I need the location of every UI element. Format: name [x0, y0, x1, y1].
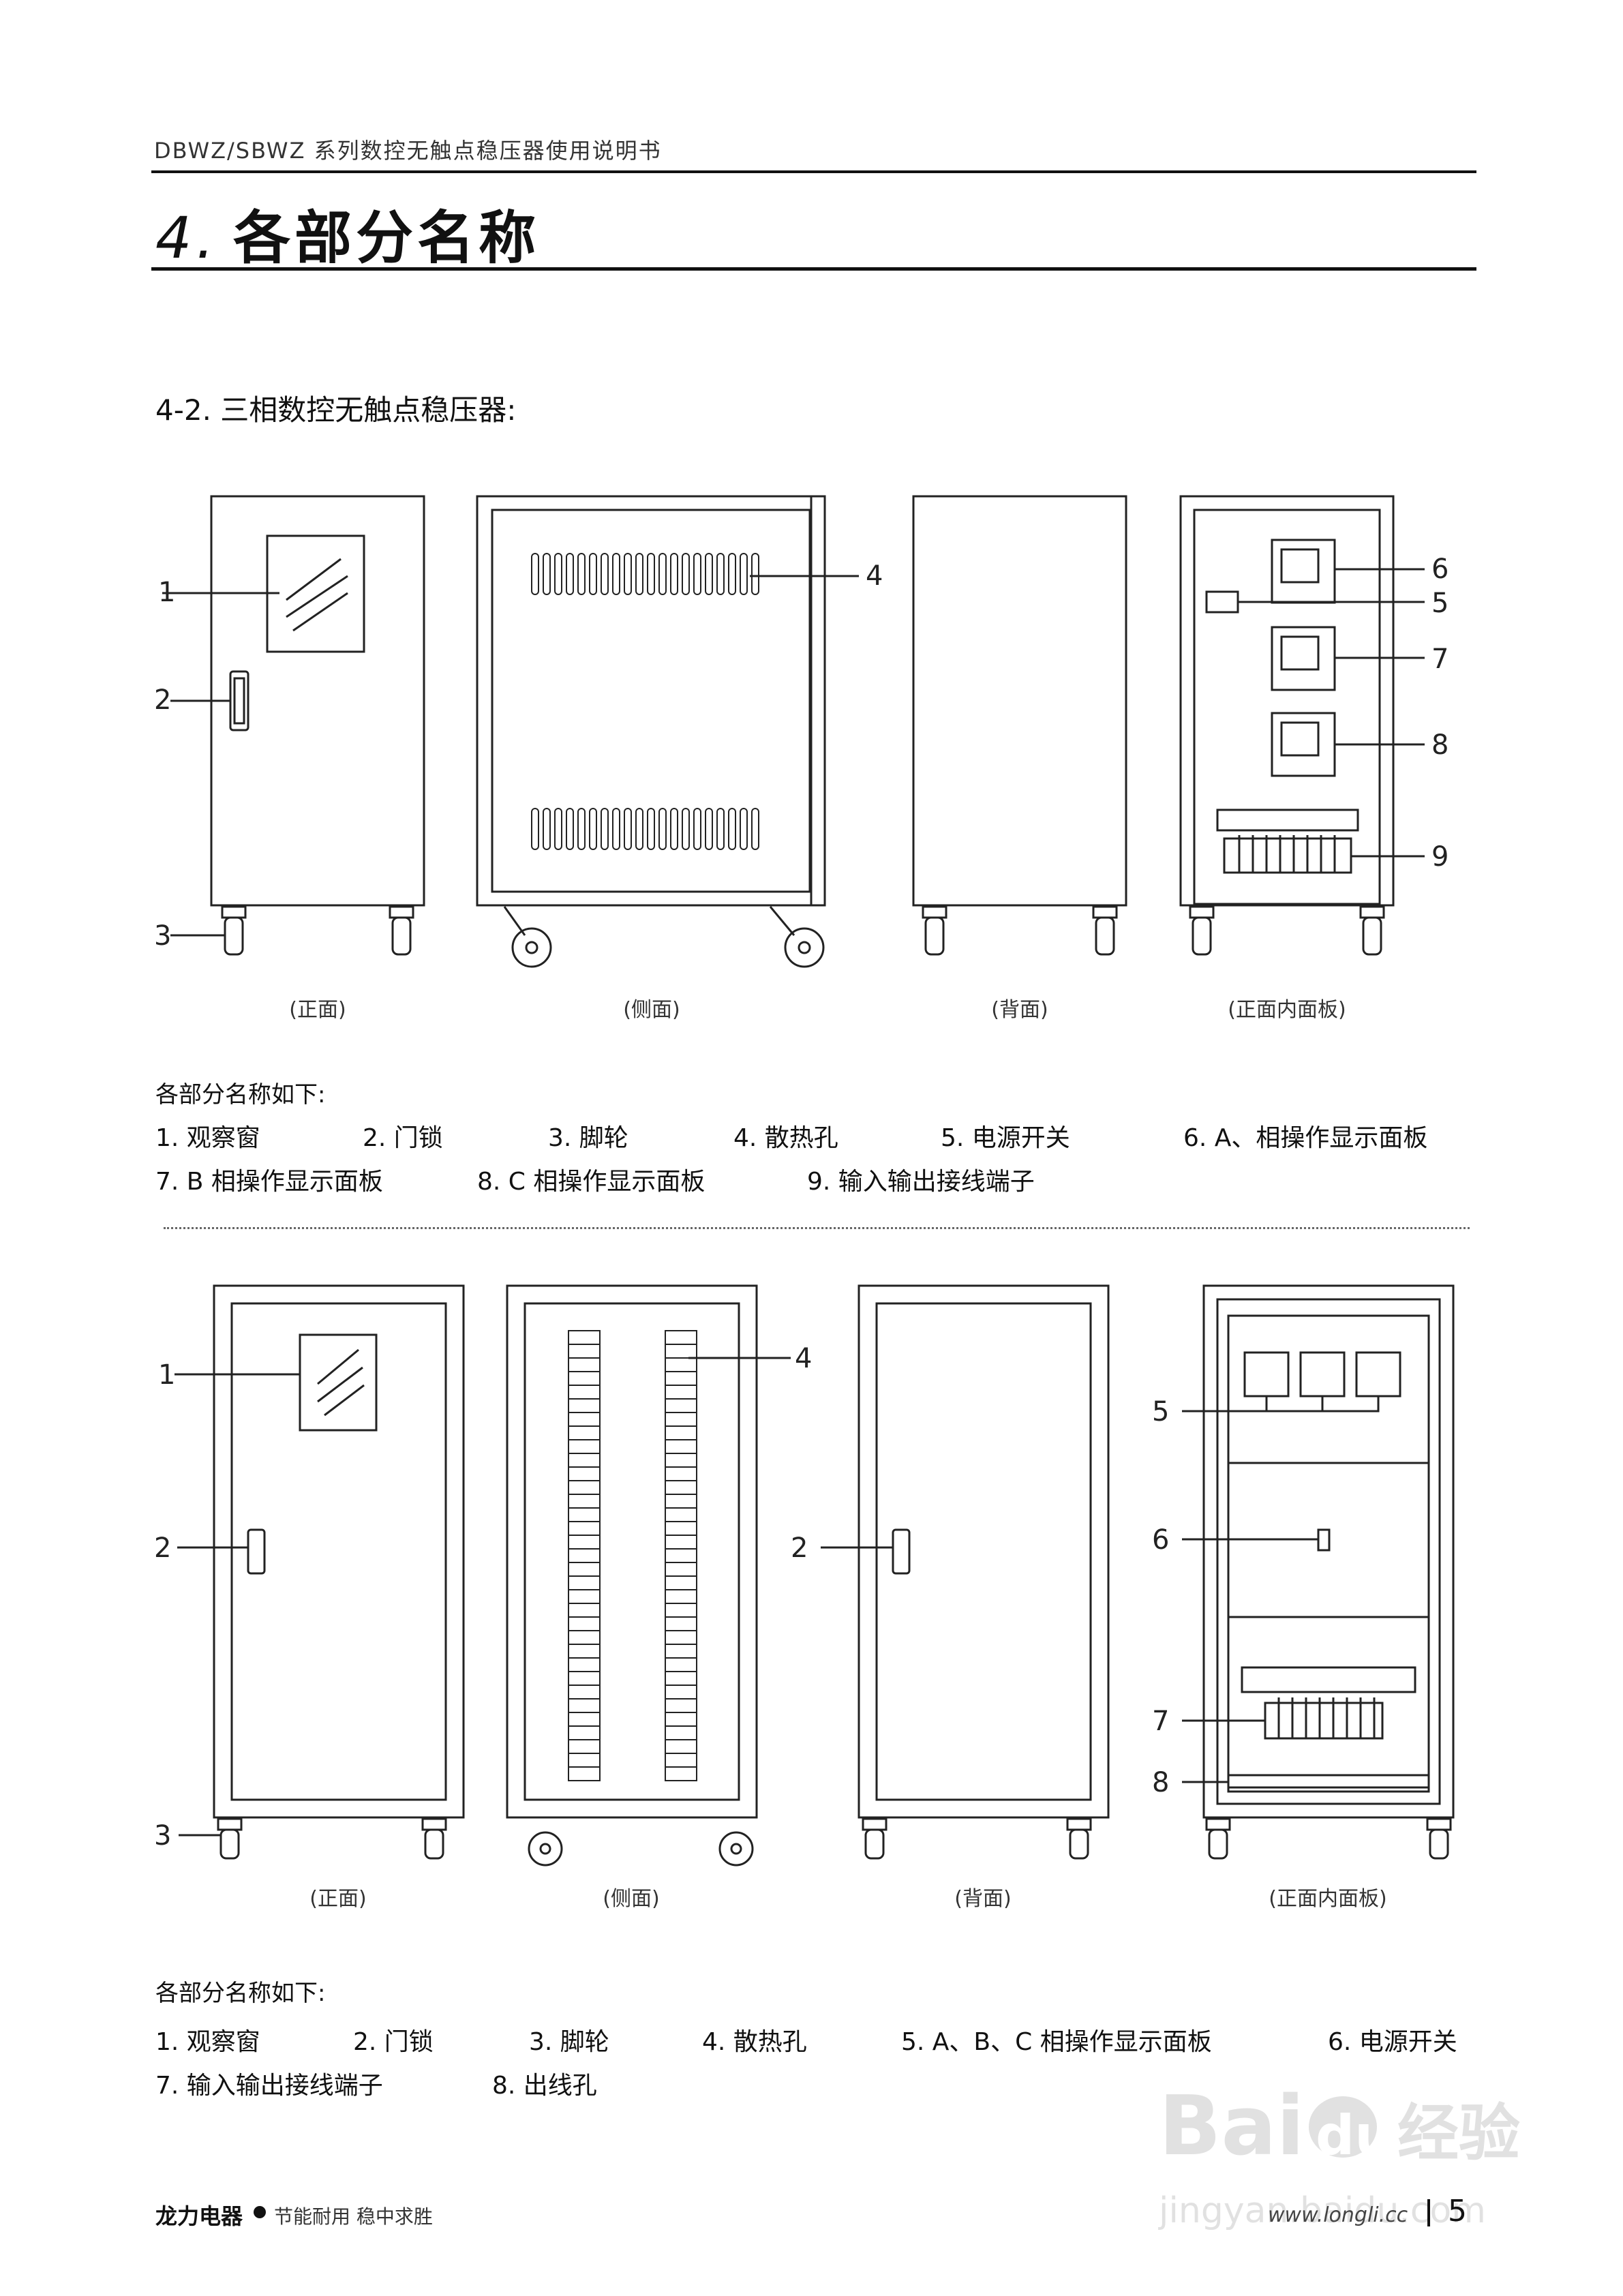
cable-outlet: [1227, 1774, 1430, 1793]
fig2-callout-2: 2: [154, 1532, 171, 1564]
fig1-inner-panel-view: [1179, 495, 1425, 956]
fig1-caption-side: (侧面): [623, 998, 680, 1022]
fig1-callout-3: 3: [154, 920, 171, 952]
parts2-item-6: 6. 电源开关: [1328, 2028, 1457, 2056]
fig1-callout-9: 9: [1431, 841, 1448, 873]
parts2-item-3: 3. 脚轮: [529, 2028, 609, 2056]
fig1-callout-1: 1: [158, 577, 175, 608]
fig2-caption-side: (侧面): [603, 1887, 660, 1911]
fig2-back-view: [821, 1284, 1110, 1860]
parts2-item-8: 8. 出线孔: [492, 2072, 597, 2100]
parts1-item-4: 4. 散热孔: [733, 1124, 838, 1152]
parts1-item-3: 3. 脚轮: [548, 1124, 628, 1152]
door-lock: [229, 670, 249, 731]
fig2-inner-panel-view: [1182, 1284, 1455, 1860]
fig1-callout-5: 5: [1431, 588, 1448, 619]
fig1-back-view: [912, 495, 1127, 956]
fig2-callout-7: 7: [1152, 1706, 1169, 1737]
fig2-callout-4: 4: [795, 1343, 812, 1374]
footer-separator: [1427, 2199, 1430, 2226]
fig2-caption-back: (背面): [954, 1887, 1012, 1911]
footer-brand: 龙力电器: [155, 2203, 243, 2229]
fig1-callout-4: 4: [866, 560, 883, 592]
document-header-title: DBWZ/SBWZ 系列数控无触点稳压器使用说明书: [154, 138, 662, 164]
fig1-side-view: [476, 495, 859, 968]
fig2-callout-8: 8: [1152, 1767, 1169, 1798]
fig1-front-view: [162, 495, 425, 956]
fig1-callout-6: 6: [1431, 554, 1448, 585]
parts2-item-7: 7. 输入输出接线端子: [155, 2072, 383, 2100]
observation-window: [299, 1333, 378, 1432]
power-switch: [1205, 590, 1239, 614]
watermark-jingyan: 经验: [1397, 2098, 1520, 2169]
figure-2-three-phase-cabinet-large: 1 2 3 4 2 5 6 7 8: [154, 1284, 1455, 1867]
footer-slogan: 节能耐用 稳中求胜: [274, 2205, 433, 2228]
fig2-caption-inner-panel: (正面内面板): [1269, 1887, 1387, 1911]
watermark-bai: Bai: [1159, 2079, 1305, 2174]
subsection-title: 4-2. 三相数控无触点稳压器:: [155, 393, 517, 427]
caster-right: [389, 905, 414, 956]
fig2-side-view: [506, 1284, 791, 1867]
watermark-url: jingyan.baidu.com: [1158, 2190, 1486, 2231]
observation-window: [266, 534, 365, 653]
parts1-item-2: 2. 门锁: [363, 1124, 443, 1152]
vent-slots-bottom: [531, 808, 759, 850]
parts2-item-2: 2. 门锁: [353, 2028, 434, 2056]
fig2-callout-1: 1: [158, 1359, 175, 1391]
fig1-caption-inner-panel: (正面内面板): [1228, 998, 1346, 1022]
header-rule: [151, 170, 1476, 173]
door-lock: [247, 1528, 266, 1575]
vent-slots-top: [531, 553, 759, 595]
parts2-intro: 各部分名称如下:: [155, 1980, 326, 2007]
power-switch: [1317, 1528, 1331, 1552]
parts1-intro: 各部分名称如下:: [155, 1081, 326, 1108]
section-title: 各部分名称: [233, 205, 541, 271]
caster-left: [221, 905, 247, 956]
figure-1-three-phase-cabinet: 1 2 3 4 6 5 7 8 9: [154, 495, 1448, 968]
fig2-callout-5: 5: [1152, 1396, 1169, 1428]
terminal-block: [1223, 837, 1352, 874]
phase-c-display: [1355, 1351, 1401, 1398]
fig2-callout-3: 3: [154, 1820, 171, 1852]
dotted-separator: [164, 1227, 1470, 1229]
fig2-callout-6: 6: [1152, 1524, 1169, 1556]
phase-b-display: [1299, 1351, 1346, 1398]
footer-bullet-icon: [254, 2206, 266, 2218]
parts2-item-4: 4. 散热孔: [702, 2028, 807, 2056]
fig1-callout-2: 2: [154, 684, 171, 716]
parts1-item-6: 6. A、相操作显示面板: [1183, 1124, 1428, 1152]
watermark-du: du: [1316, 2104, 1393, 2167]
fig1-callout-7: 7: [1431, 644, 1448, 675]
fig2-caption-front: (正面): [309, 1887, 367, 1911]
footer-url: www.longli.cc: [1268, 2203, 1408, 2227]
parts2-item-1: 1. 观察窗: [155, 2028, 260, 2056]
fig2-front-view: [175, 1284, 465, 1860]
baidu-watermark-logo: Bai du 经验 jingyan.baidu.com: [1158, 2079, 1520, 2231]
fig1-caption-back: (背面): [991, 998, 1048, 1022]
fig1-caption-front: (正面): [289, 998, 346, 1022]
fig2-callout-2b: 2: [791, 1532, 808, 1564]
section-heading: 4.各部分名称: [155, 192, 540, 275]
parts1-item-9: 9. 输入输出接线端子: [807, 1168, 1035, 1196]
section-number: 4.: [155, 205, 219, 271]
paw-icon: [1309, 2096, 1377, 2158]
fig1-callout-8: 8: [1431, 729, 1448, 761]
section-rule: [151, 267, 1476, 271]
parts1-item-7: 7. B 相操作显示面板: [155, 1168, 383, 1196]
page-number: 5: [1448, 2194, 1467, 2229]
parts1-item-8: 8. C 相操作显示面板: [477, 1168, 706, 1196]
parts1-item-5: 5. 电源开关: [941, 1124, 1070, 1152]
door-lock: [892, 1528, 911, 1575]
phase-a-display: [1243, 1351, 1290, 1398]
parts1-item-1: 1. 观察窗: [155, 1124, 260, 1152]
terminal-block: [1264, 1702, 1384, 1740]
parts2-item-5: 5. A、B、C 相操作显示面板: [901, 2028, 1212, 2056]
vent-columns: [568, 1330, 697, 1781]
